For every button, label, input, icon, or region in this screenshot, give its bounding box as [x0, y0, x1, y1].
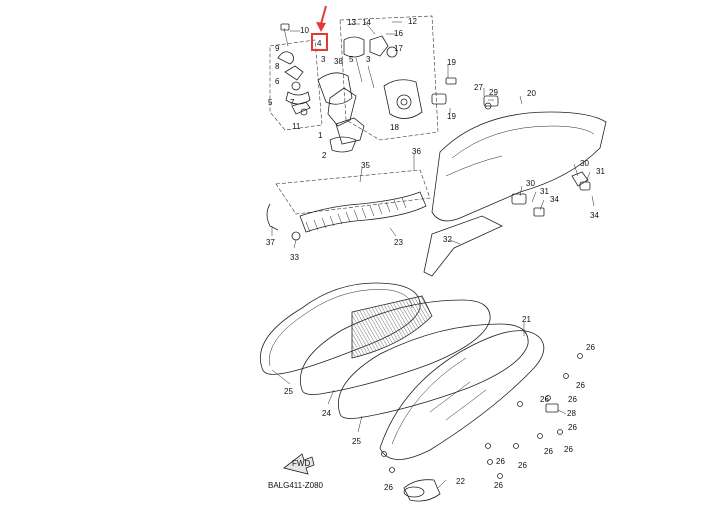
part-label-26i[interactable]: 26 [496, 457, 505, 466]
part-label-38[interactable]: 38 [334, 57, 343, 66]
part-label-2[interactable]: 2 [322, 151, 327, 160]
part-label-36[interactable]: 36 [412, 147, 421, 156]
part-label-33[interactable]: 33 [290, 253, 299, 262]
part-label-21[interactable]: 21 [522, 315, 531, 324]
part-label-19a[interactable]: 19 [447, 58, 456, 67]
part-label-13[interactable]: 13 [347, 18, 356, 27]
filter-element-and-seals [260, 282, 529, 419]
part-label-26j[interactable]: 26 [494, 481, 503, 490]
highlight-part-4: 4 [311, 5, 328, 51]
part-label-11[interactable]: 11 [292, 122, 301, 131]
part-label-26d[interactable]: 26 [568, 395, 577, 404]
part-label-1[interactable]: 1 [318, 131, 323, 140]
part-label-26f[interactable]: 26 [544, 447, 553, 456]
part-label-4[interactable]: 4 [317, 39, 322, 48]
part-label-5[interactable]: 5 [268, 98, 273, 107]
part-label-8[interactable]: 8 [275, 62, 280, 71]
highlight-box [311, 33, 328, 51]
forward-arrow-icon [283, 453, 315, 475]
part-label-19b[interactable]: 19 [447, 112, 456, 121]
highlight-arrow-icon [316, 22, 326, 32]
part-label-26a[interactable]: 26 [586, 343, 595, 352]
part-label-17[interactable]: 17 [394, 44, 403, 53]
part-label-26k[interactable]: 26 [384, 483, 393, 492]
fwd-text: FWD [292, 459, 310, 468]
part-label-6[interactable]: 6 [275, 77, 280, 86]
air-filter-case [431, 95, 607, 222]
part-label-25a[interactable]: 25 [284, 387, 293, 396]
part-labels: 10 9 8 6 5 7 11 3 38 5 3 1 2 13 14 12 16… [266, 17, 605, 492]
part-label-26g[interactable]: 26 [564, 445, 573, 454]
part-label-25b[interactable]: 25 [352, 437, 361, 446]
part-label-3[interactable]: 3 [321, 55, 326, 64]
part-label-26b[interactable]: 26 [576, 381, 585, 390]
part-label-16[interactable]: 16 [394, 29, 403, 38]
part-label-5b[interactable]: 5 [349, 55, 354, 64]
part-label-20[interactable]: 20 [527, 89, 536, 98]
part-label-10[interactable]: 10 [300, 26, 309, 35]
part-label-31a[interactable]: 31 [596, 167, 605, 176]
valve-bracket-assembly [269, 15, 457, 153]
part-label-9[interactable]: 9 [275, 44, 280, 53]
cover-bolts [381, 353, 583, 479]
part-label-23[interactable]: 23 [394, 238, 403, 247]
part-label-31b[interactable]: 31 [540, 187, 549, 196]
part-label-28[interactable]: 28 [567, 409, 576, 418]
diagram-code: BALG411-Z080 [268, 481, 324, 490]
leader-lines [271, 21, 595, 489]
part-label-26c[interactable]: 26 [540, 395, 549, 404]
part-label-26e[interactable]: 26 [568, 423, 577, 432]
part-label-34b[interactable]: 34 [550, 195, 559, 204]
part-label-3b[interactable]: 3 [366, 55, 371, 64]
part-label-22[interactable]: 22 [456, 477, 465, 486]
part-label-37[interactable]: 37 [266, 238, 275, 247]
part-label-29[interactable]: 29 [489, 88, 498, 97]
part-label-24[interactable]: 24 [322, 409, 331, 418]
part-label-14[interactable]: 14 [362, 18, 371, 27]
forward-indicator: FWD [283, 453, 315, 475]
part-label-18[interactable]: 18 [390, 123, 399, 132]
part-label-7[interactable]: 7 [290, 98, 295, 107]
part-label-27[interactable]: 27 [474, 83, 483, 92]
part-label-26h[interactable]: 26 [518, 461, 527, 470]
part-label-34a[interactable]: 34 [590, 211, 599, 220]
part-label-30a[interactable]: 30 [580, 159, 589, 168]
part-label-35[interactable]: 35 [361, 161, 370, 170]
case-cover [379, 330, 559, 502]
part-label-30b[interactable]: 30 [526, 179, 535, 188]
part-label-32[interactable]: 32 [443, 235, 452, 244]
part-label-12[interactable]: 12 [408, 17, 417, 26]
intake-duct-and-hose [266, 169, 503, 277]
